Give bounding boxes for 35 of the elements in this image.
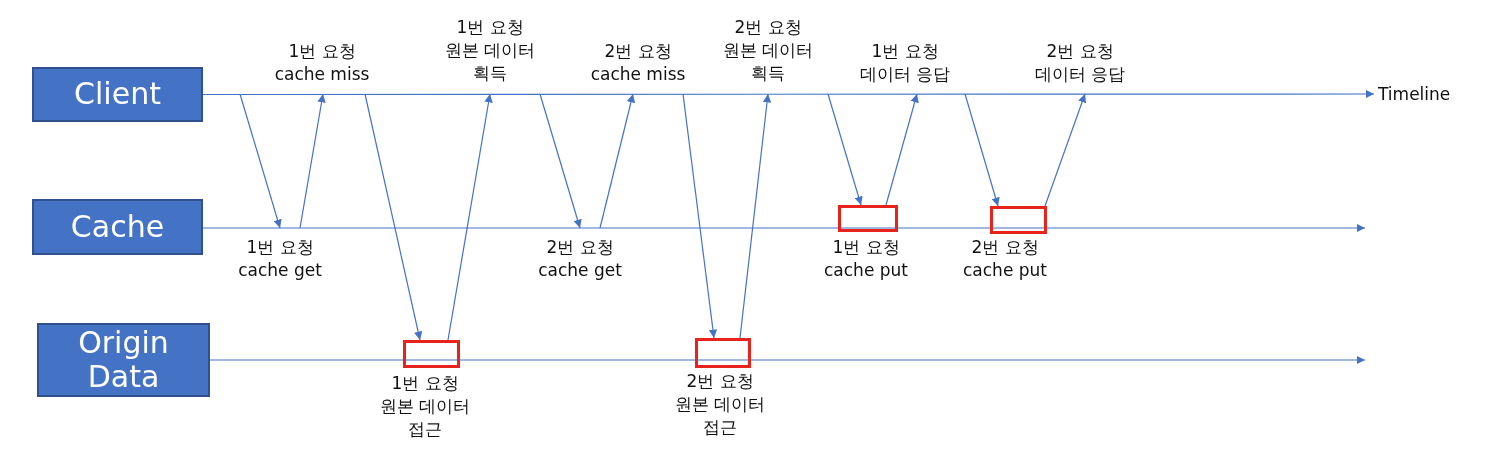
arrow bbox=[1044, 93, 1087, 207]
step-label: 2번 요청 cache miss bbox=[588, 40, 688, 86]
step-label: 2번 요청 cache get bbox=[530, 236, 630, 282]
highlight-box bbox=[838, 205, 898, 232]
step-label: 1번 요청 cache put bbox=[823, 236, 909, 282]
arrow bbox=[827, 93, 863, 206]
arrow bbox=[364, 93, 423, 341]
step-label: 2번 요청 원본 데이터 획득 bbox=[718, 16, 818, 85]
timeline-arrow bbox=[209, 355, 1366, 365]
timeline-arrow bbox=[202, 89, 1375, 99]
step-label: 1번 요청 cache get bbox=[230, 236, 330, 282]
step-label: 1번 요청 cache miss bbox=[272, 40, 372, 86]
step-label: 2번 요청 cache put bbox=[962, 236, 1048, 282]
arrow bbox=[964, 93, 1000, 207]
step-label: 1번 요청 원본 데이터 접근 bbox=[378, 372, 472, 441]
highlight-box bbox=[695, 338, 751, 368]
arrow bbox=[682, 93, 718, 339]
arrow bbox=[239, 93, 282, 229]
arrow bbox=[599, 93, 636, 229]
lane-box: Cache bbox=[32, 199, 203, 255]
arrow bbox=[299, 93, 326, 229]
lane-box: Client bbox=[32, 67, 203, 122]
lane-box: Origin Data bbox=[37, 323, 210, 397]
timeline-arrow bbox=[202, 223, 1366, 233]
arrow bbox=[539, 93, 582, 229]
step-label: 2번 요청 데이터 응답 bbox=[1030, 40, 1130, 86]
highlight-box bbox=[990, 206, 1047, 234]
arrow bbox=[885, 93, 919, 206]
arrow bbox=[447, 93, 493, 341]
step-label: 2번 요청 원본 데이터 접근 bbox=[673, 370, 767, 439]
step-label: 1번 요청 데이터 응답 bbox=[855, 40, 955, 86]
highlight-box bbox=[403, 340, 460, 368]
arrow bbox=[739, 93, 772, 339]
step-label: 1번 요청 원본 데이터 획득 bbox=[440, 16, 540, 85]
axis-label: Timeline bbox=[1378, 82, 1451, 106]
